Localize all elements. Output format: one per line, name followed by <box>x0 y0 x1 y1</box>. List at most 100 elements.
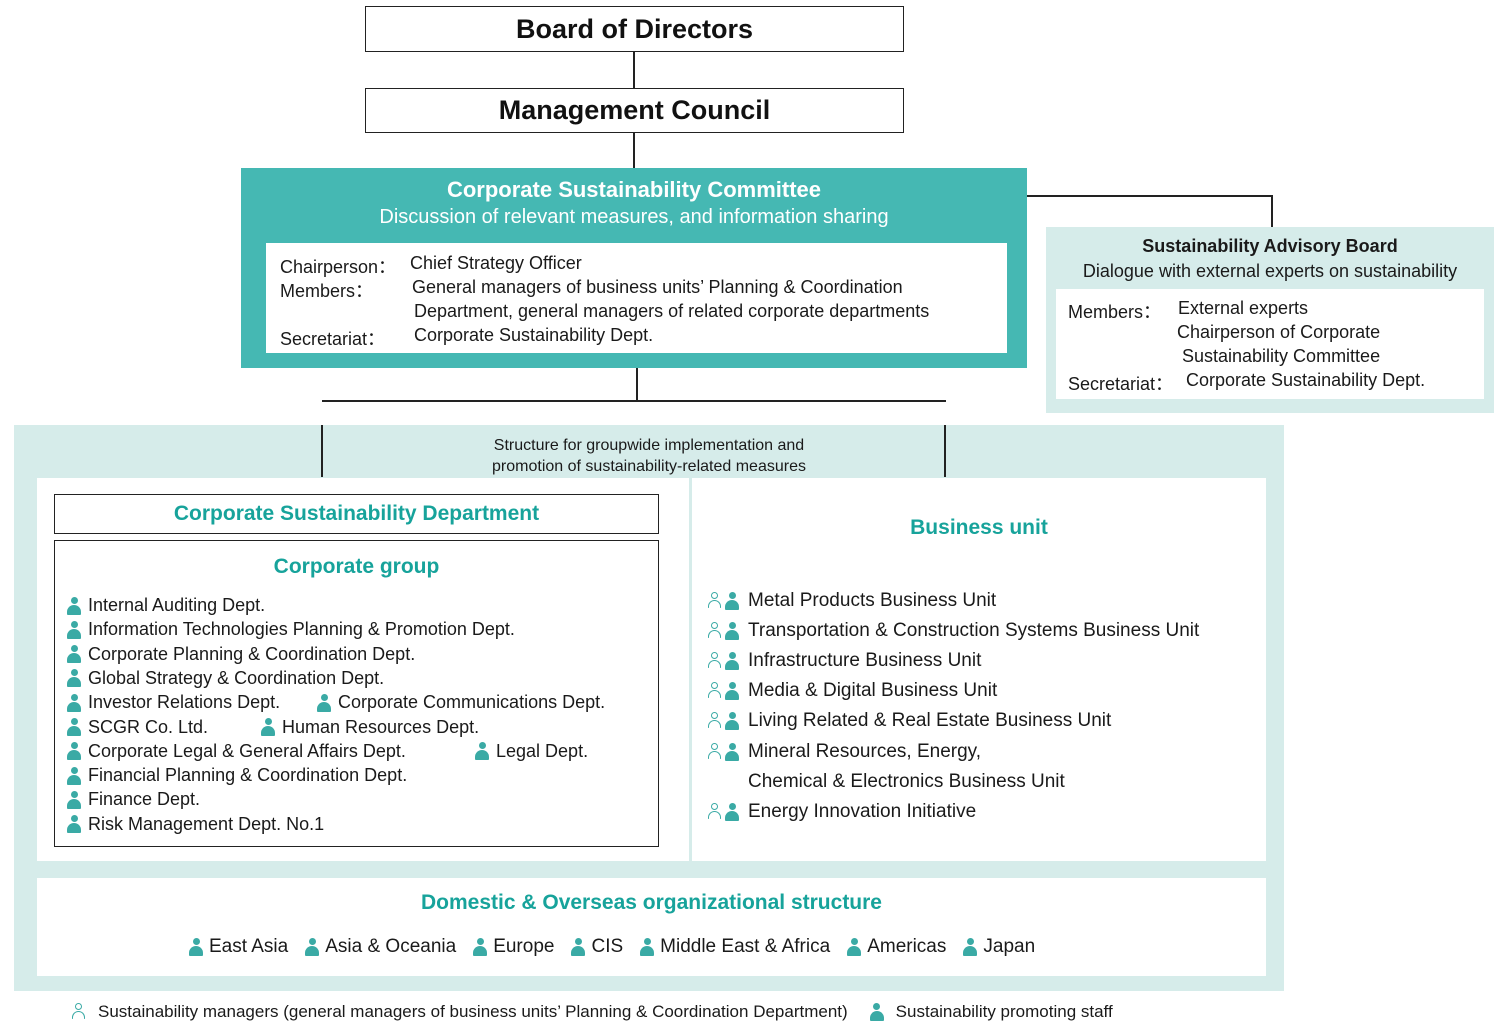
region-list: East Asia Asia & Oceania Europe CIS Middle E… <box>189 936 1052 958</box>
corporate-group-item-label: Financial Planning & Coordination Dept. <box>88 765 408 786</box>
person-filled-icon <box>963 938 978 956</box>
region-item: Japan <box>963 936 1035 958</box>
person-filled-icon <box>475 742 489 761</box>
connector-right-down <box>944 425 946 477</box>
person-filled-icon <box>67 766 81 785</box>
corporate-group-item-label: Finance Dept. <box>88 789 201 810</box>
corporate-group-item: Global Strategy & Coordination Dept. <box>67 668 384 689</box>
advisory-secretariat-label: Secretariat： <box>1068 374 1174 394</box>
person-filled-icon <box>725 652 739 670</box>
business-unit-item: Infrastructure Business Unit <box>708 650 981 672</box>
person-outline-icon <box>708 682 722 700</box>
person-filled-icon <box>725 803 739 821</box>
advisory-subtitle: Dialogue with external experts on sustai… <box>1082 261 1458 281</box>
region-item: East Asia <box>189 936 288 958</box>
person-outline-icon <box>72 1003 86 1021</box>
corporate-group-item-label: Human Resources Dept. <box>282 716 480 737</box>
business-unit-title: Business unit <box>910 516 1048 539</box>
region-item: Europe <box>473 936 554 958</box>
region-item: CIS <box>571 936 623 958</box>
advisory-secretariat-value: Corporate Sustainability Dept. <box>1186 370 1426 390</box>
corporate-group-box: Corporate group Internal Auditing Dept. I… <box>54 540 659 847</box>
management-council-box: Management Council <box>365 88 904 133</box>
groupwide-structure-area: Structure for groupwide implementation a… <box>14 425 1284 991</box>
domestic-overseas-panel: Domestic & Overseas organizational struc… <box>37 878 1266 976</box>
region-label: Americas <box>867 936 947 957</box>
committee-secretariat-label: Secretariat： <box>280 329 386 349</box>
person-filled-icon <box>317 693 331 712</box>
advisory-members-label: Members： <box>1068 302 1162 322</box>
corporate-panel: Corporate Sustainability Department Corp… <box>37 478 689 861</box>
connector-committee-advisory-h <box>1027 195 1273 197</box>
region-item: Middle East & Africa <box>640 936 830 958</box>
person-outline-icon <box>708 592 722 610</box>
advisory-members-line3: Sustainability Committee <box>1182 346 1381 366</box>
corporate-group-item-label: Internal Auditing Dept. <box>88 595 266 615</box>
person-filled-icon <box>725 592 739 610</box>
corporate-group-item: Corporate Planning & Coordination Dept. <box>67 644 415 665</box>
person-outline-icon <box>708 712 722 730</box>
corporate-group-item-label: Investor Relations Dept. <box>88 692 281 713</box>
region-label: East Asia <box>209 936 289 957</box>
business-unit-item-label: Energy Innovation Initiative <box>748 801 977 822</box>
council-title: Management Council <box>498 95 771 125</box>
corporate-group-item-label: Corporate Planning & Coordination Dept. <box>88 643 416 664</box>
advisory-details: Members： External experts Chairperson of… <box>1056 289 1484 399</box>
region-item: Americas <box>847 936 946 958</box>
committee-chair-value: Chief Strategy Officer <box>410 253 582 273</box>
corporate-group-item: Legal Dept. <box>475 741 588 762</box>
committee-members-label: Members： <box>280 281 374 301</box>
business-unit-item: Chemical & Electronics Business Unit <box>708 771 1065 793</box>
domestic-title: Domestic & Overseas organizational struc… <box>421 891 882 914</box>
business-unit-item: Living Related & Real Estate Business Un… <box>708 710 1111 732</box>
person-outline-icon <box>708 743 722 761</box>
business-unit-panel: Business unit Metal Products Business Un… <box>692 478 1266 861</box>
person-filled-icon <box>67 596 81 615</box>
corporate-group-item-label: Corporate Communications Dept. <box>338 692 606 713</box>
manager-staff-icons <box>708 743 739 761</box>
person-filled-icon <box>640 938 655 956</box>
person-filled-icon <box>67 815 81 834</box>
person-filled-icon <box>305 938 320 956</box>
connector-committee-advisory-v <box>1271 195 1273 227</box>
manager-staff-icons <box>708 592 739 610</box>
business-unit-item-label: Living Related & Real Estate Business Un… <box>748 710 1112 731</box>
person-filled-icon <box>67 790 81 809</box>
region-label: Japan <box>983 936 1036 957</box>
person-filled-icon <box>67 742 81 761</box>
person-outline-icon <box>708 803 722 821</box>
committee-details: Chairperson： Chief Strategy Officer Memb… <box>266 243 1007 353</box>
corporate-group-item-label: Legal Dept. <box>496 740 589 761</box>
corporate-group-item-label: Risk Management Dept. No.1 <box>88 813 325 834</box>
manager-staff-icons <box>708 622 739 640</box>
person-filled-icon <box>67 645 81 664</box>
corporate-group-item-label: Corporate Legal & General Affairs Dept. <box>88 740 406 761</box>
person-outline-icon <box>708 652 722 670</box>
business-unit-item: Metal Products Business Unit <box>708 590 996 612</box>
business-unit-item: Mineral Resources, Energy, <box>708 741 981 763</box>
committee-members-line2: Department, general managers of related … <box>414 301 930 321</box>
committee-members-line1: General managers of business units’ Plan… <box>412 277 903 297</box>
person-filled-icon <box>67 718 81 736</box>
person-filled-icon <box>725 743 739 761</box>
region-item: Asia & Oceania <box>305 936 456 958</box>
corporate-group-title: Corporate group <box>273 555 440 578</box>
business-unit-item-label: Media & Digital Business Unit <box>748 680 998 701</box>
corporate-dept-title: Corporate Sustainability Department <box>173 502 540 525</box>
corporate-group-item: SCGR Co. Ltd. <box>67 717 208 738</box>
sustainability-committee-box: Corporate Sustainability Committee Discu… <box>241 168 1027 368</box>
manager-staff-icons <box>708 803 739 821</box>
board-of-directors-box: Board of Directors <box>365 6 904 52</box>
connector-board-council <box>633 51 635 89</box>
corporate-group-item: Finance Dept. <box>67 789 200 810</box>
corporate-dept-box: Corporate Sustainability Department <box>54 494 659 534</box>
person-filled-icon <box>869 1003 884 1021</box>
structure-caption-line2: promotion of sustainability-related meas… <box>492 458 806 475</box>
corporate-group-item: Investor Relations Dept. <box>67 692 280 713</box>
region-label: Europe <box>493 936 555 957</box>
manager-staff-icons <box>708 712 739 730</box>
committee-chair-label: Chairperson： <box>280 257 397 277</box>
business-unit-item: Transportation & Construction Systems Bu… <box>708 620 1199 642</box>
legend-staff: Sustainability promoting staff <box>895 1002 1113 1021</box>
corporate-group-item: Information Technologies Planning & Prom… <box>67 619 515 640</box>
